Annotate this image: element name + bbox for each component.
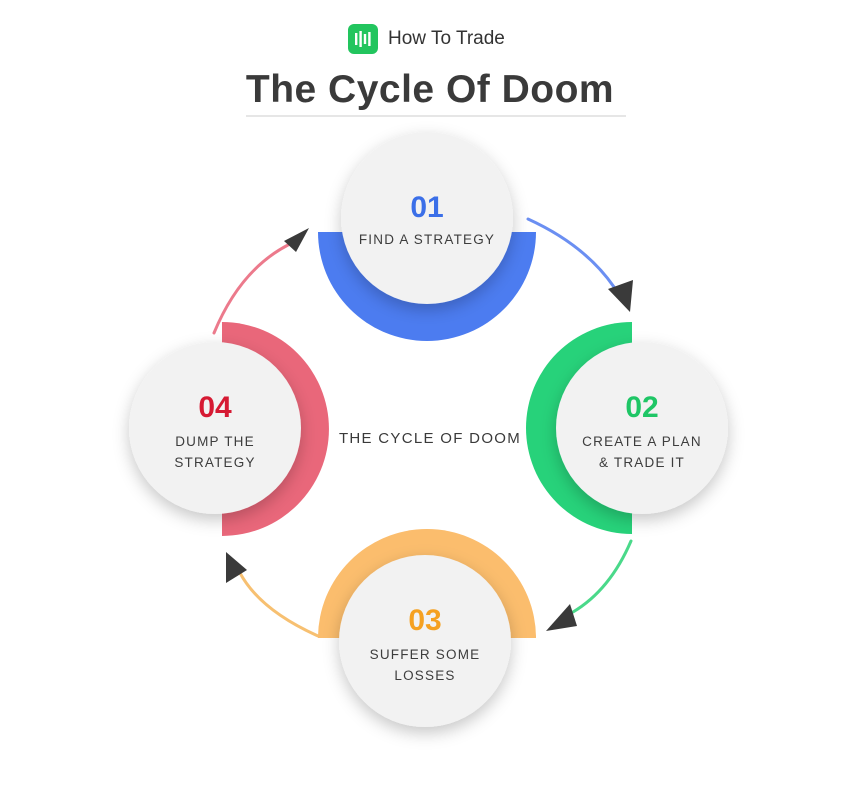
arrow-to-step-4 bbox=[226, 552, 247, 583]
brand-name: How To Trade bbox=[388, 28, 505, 49]
step-2-circle bbox=[556, 342, 728, 514]
step-3: 03 SUFFER SOME LOSSES bbox=[340, 604, 510, 686]
step-3-circle bbox=[339, 555, 511, 727]
arrow-to-step-2 bbox=[608, 280, 633, 312]
step-1-number: 01 bbox=[410, 191, 444, 224]
step-3-label: SUFFER SOME LOSSES bbox=[369, 647, 481, 683]
step-4: 04 DUMP THE STRATEGY bbox=[130, 391, 300, 473]
connector-arc-3-4 bbox=[238, 571, 320, 638]
step-2-label: CREATE A PLAN & TRADE IT bbox=[582, 434, 702, 470]
page-title: The Cycle Of Doom bbox=[245, 68, 615, 111]
step-4-label: DUMP THE STRATEGY bbox=[174, 434, 256, 470]
step-1-circle bbox=[341, 132, 513, 304]
chart-bars-icon bbox=[348, 24, 378, 54]
step-1: 01 FIND A STRATEGY bbox=[342, 191, 512, 250]
step-3-number: 03 bbox=[408, 604, 442, 637]
connector-arc-1-2 bbox=[526, 217, 616, 289]
arrow-to-step-3 bbox=[546, 604, 577, 631]
brand: How To Trade bbox=[348, 24, 505, 54]
step-1-label: FIND A STRATEGY bbox=[358, 232, 496, 247]
step-2-number: 02 bbox=[625, 391, 659, 424]
step-4-number: 04 bbox=[198, 391, 232, 424]
arrow-to-step-1 bbox=[284, 228, 309, 252]
step-2: 02 CREATE A PLAN & TRADE IT bbox=[557, 391, 727, 473]
connector-arc-2-3 bbox=[571, 539, 633, 614]
step-4-circle bbox=[129, 342, 301, 514]
connector-arc-4-1 bbox=[212, 243, 290, 335]
title-underline bbox=[246, 115, 626, 117]
center-label: THE CYCLE OF DOOM bbox=[338, 430, 522, 447]
